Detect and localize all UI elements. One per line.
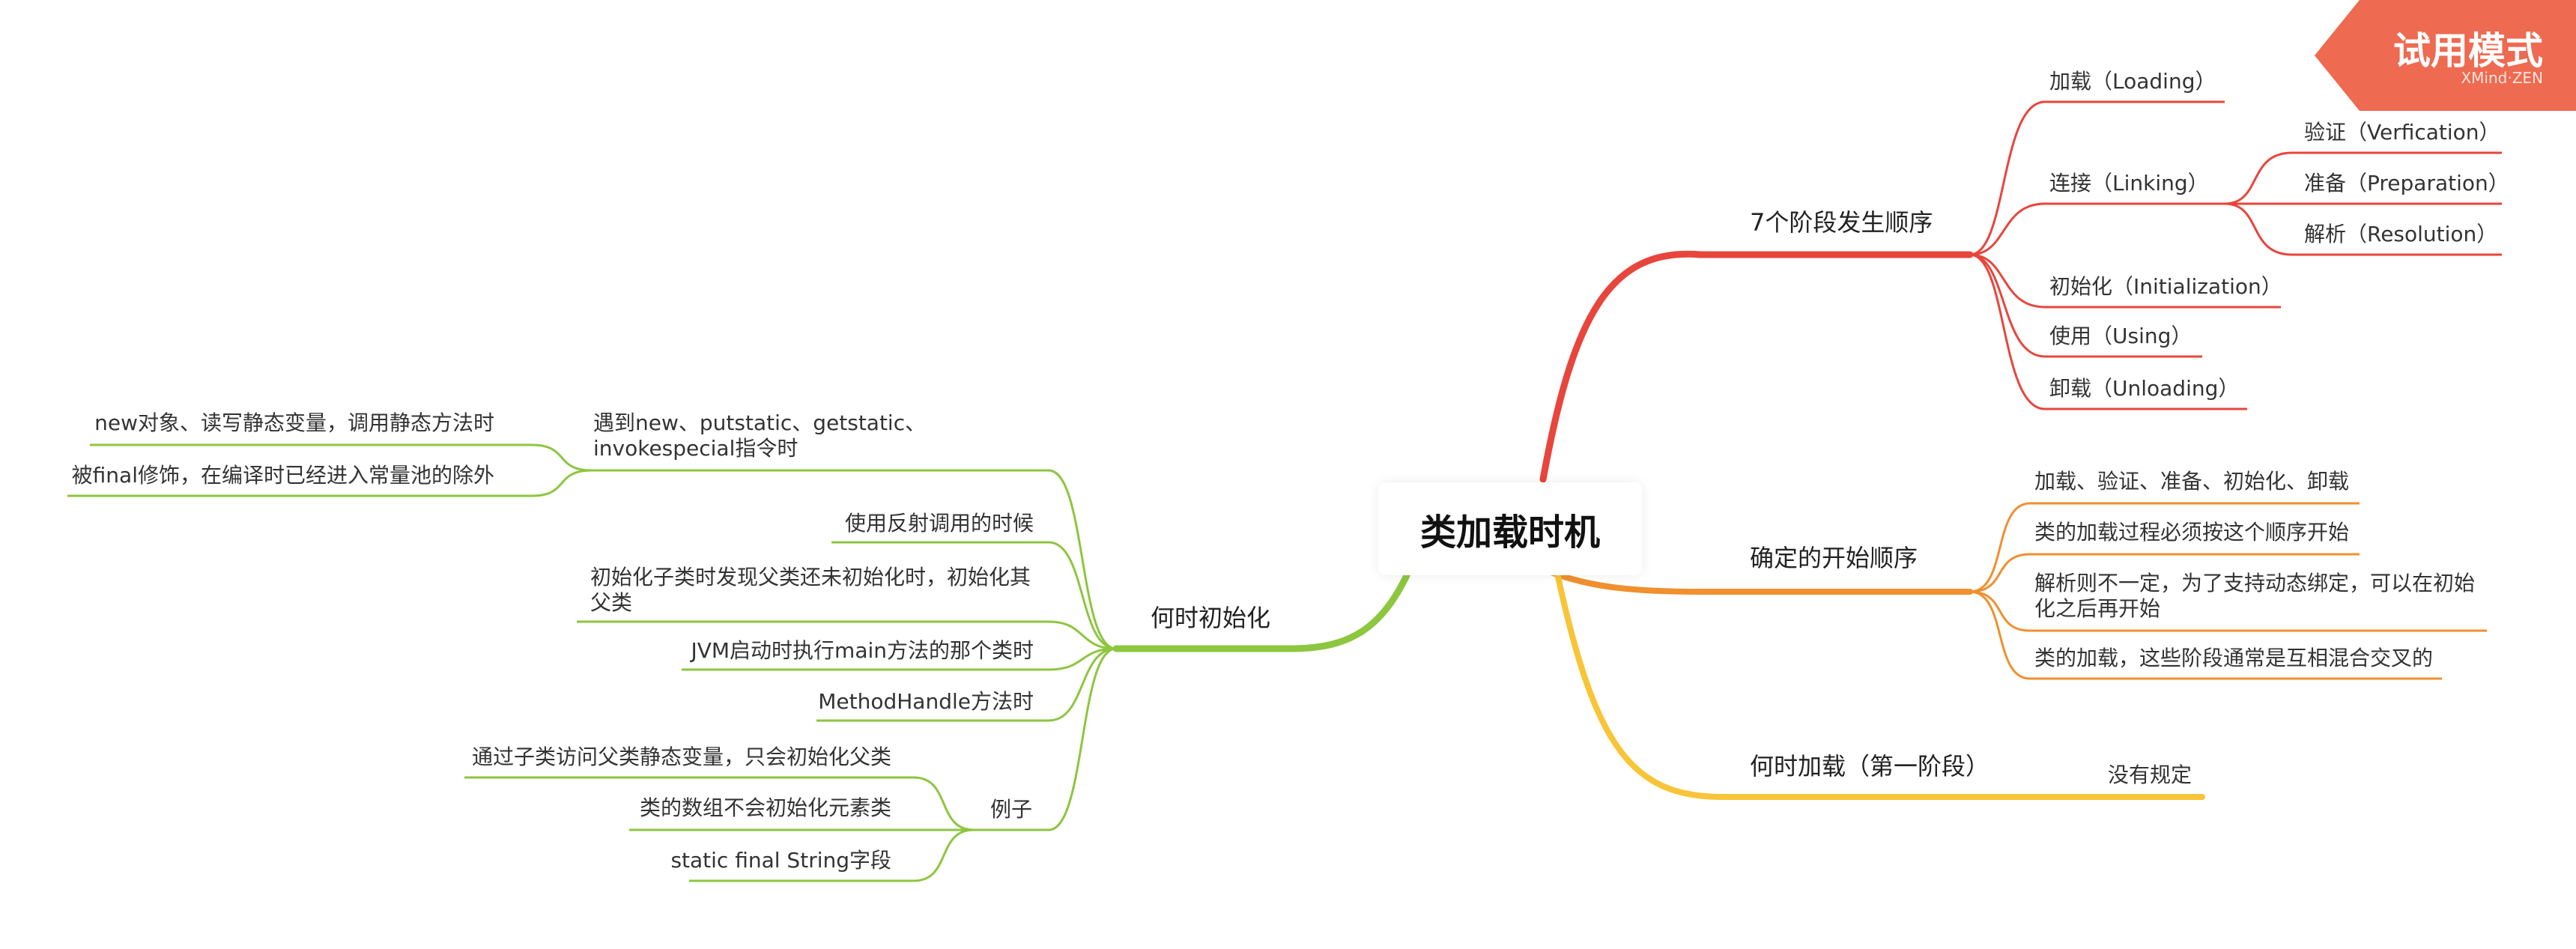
topic-using[interactable]: 使用（Using）: [2049, 324, 2192, 348]
topic-examples[interactable]: 例子: [990, 797, 1033, 822]
topic-parent-init[interactable]: 初始化子类时发现父类还未初始化时，初始化其父类: [590, 565, 1031, 615]
topic-resolution[interactable]: 解析（Resolution）: [2304, 222, 2498, 246]
branch-line-stages: [1539, 250, 1974, 483]
topic-initialization[interactable]: 初始化（Initialization）: [2049, 274, 2282, 299]
topic-when-load[interactable]: 何时加载（第一阶段）: [1750, 752, 1990, 780]
topic-method-handle[interactable]: MethodHandle方法时: [818, 689, 1034, 714]
topic-linking[interactable]: 连接（Linking）: [2049, 171, 2209, 195]
topic-loading[interactable]: 加载（Loading）: [2049, 69, 2216, 94]
topic-start-order-4[interactable]: 类的加载，这些阶段通常是互相混合交叉的: [2034, 646, 2434, 670]
topic-start-order-1[interactable]: 加载、验证、准备、初始化、卸载: [2034, 469, 2350, 494]
branch-line-when-init: [1112, 569, 1412, 652]
trial-mode-label: 试用模式: [2393, 29, 2543, 73]
topic-start-order-3[interactable]: 解析则不一定，为了支持动态绑定，可以在初始化之后再开始: [2034, 571, 2476, 621]
topic-no-rule[interactable]: 没有规定: [2108, 762, 2192, 787]
topic-reflection[interactable]: 使用反射调用的时候: [844, 511, 1034, 536]
topic-start-order-2[interactable]: 类的加载过程必须按这个顺序开始: [2034, 520, 2350, 545]
branch-line-when-load: [1555, 574, 2205, 800]
topic-jvm-main[interactable]: JVM启动时执行main方法的那个类时: [691, 638, 1034, 663]
topic-new-case[interactable]: 遇到new、putstatic、getstatic、invokespecial指…: [593, 410, 927, 461]
topic-example-1[interactable]: 通过子类访问父类静态变量，只会初始化父类: [471, 745, 891, 769]
trial-mode-badge[interactable]: 试用模式 XMind·ZEN: [2315, 0, 2576, 111]
topic-verification[interactable]: 验证（Verfication）: [2304, 120, 2500, 145]
xmind-brand-label: XMind·ZEN: [2461, 69, 2543, 87]
topic-start-order[interactable]: 确定的开始顺序: [1750, 544, 1918, 572]
stages-child-lines: [1969, 100, 2502, 410]
root-topic[interactable]: 类加载时机: [1378, 482, 1642, 575]
topic-stages[interactable]: 7个阶段发生顺序: [1750, 208, 1933, 237]
start-order-child-lines: [1969, 502, 2487, 680]
topic-preparation[interactable]: 准备（Preparation）: [2304, 171, 2509, 195]
topic-unloading[interactable]: 卸载（Unloading）: [2049, 376, 2240, 401]
when-init-child-lines: [67, 443, 1117, 882]
badge-shape: [2315, 0, 2576, 111]
topic-new-case-1[interactable]: new对象、读写静态变量，调用静态方法时: [94, 410, 494, 435]
topic-example-2[interactable]: 类的数组不会初始化元素类: [639, 795, 891, 820]
topic-when-init[interactable]: 何时初始化: [1151, 604, 1271, 632]
topic-new-case-2[interactable]: 被final修饰，在编译时已经进入常量池的除外: [71, 463, 494, 488]
root-topic-label: 类加载时机: [1419, 512, 1600, 554]
topic-example-3[interactable]: static final String字段: [670, 848, 891, 873]
